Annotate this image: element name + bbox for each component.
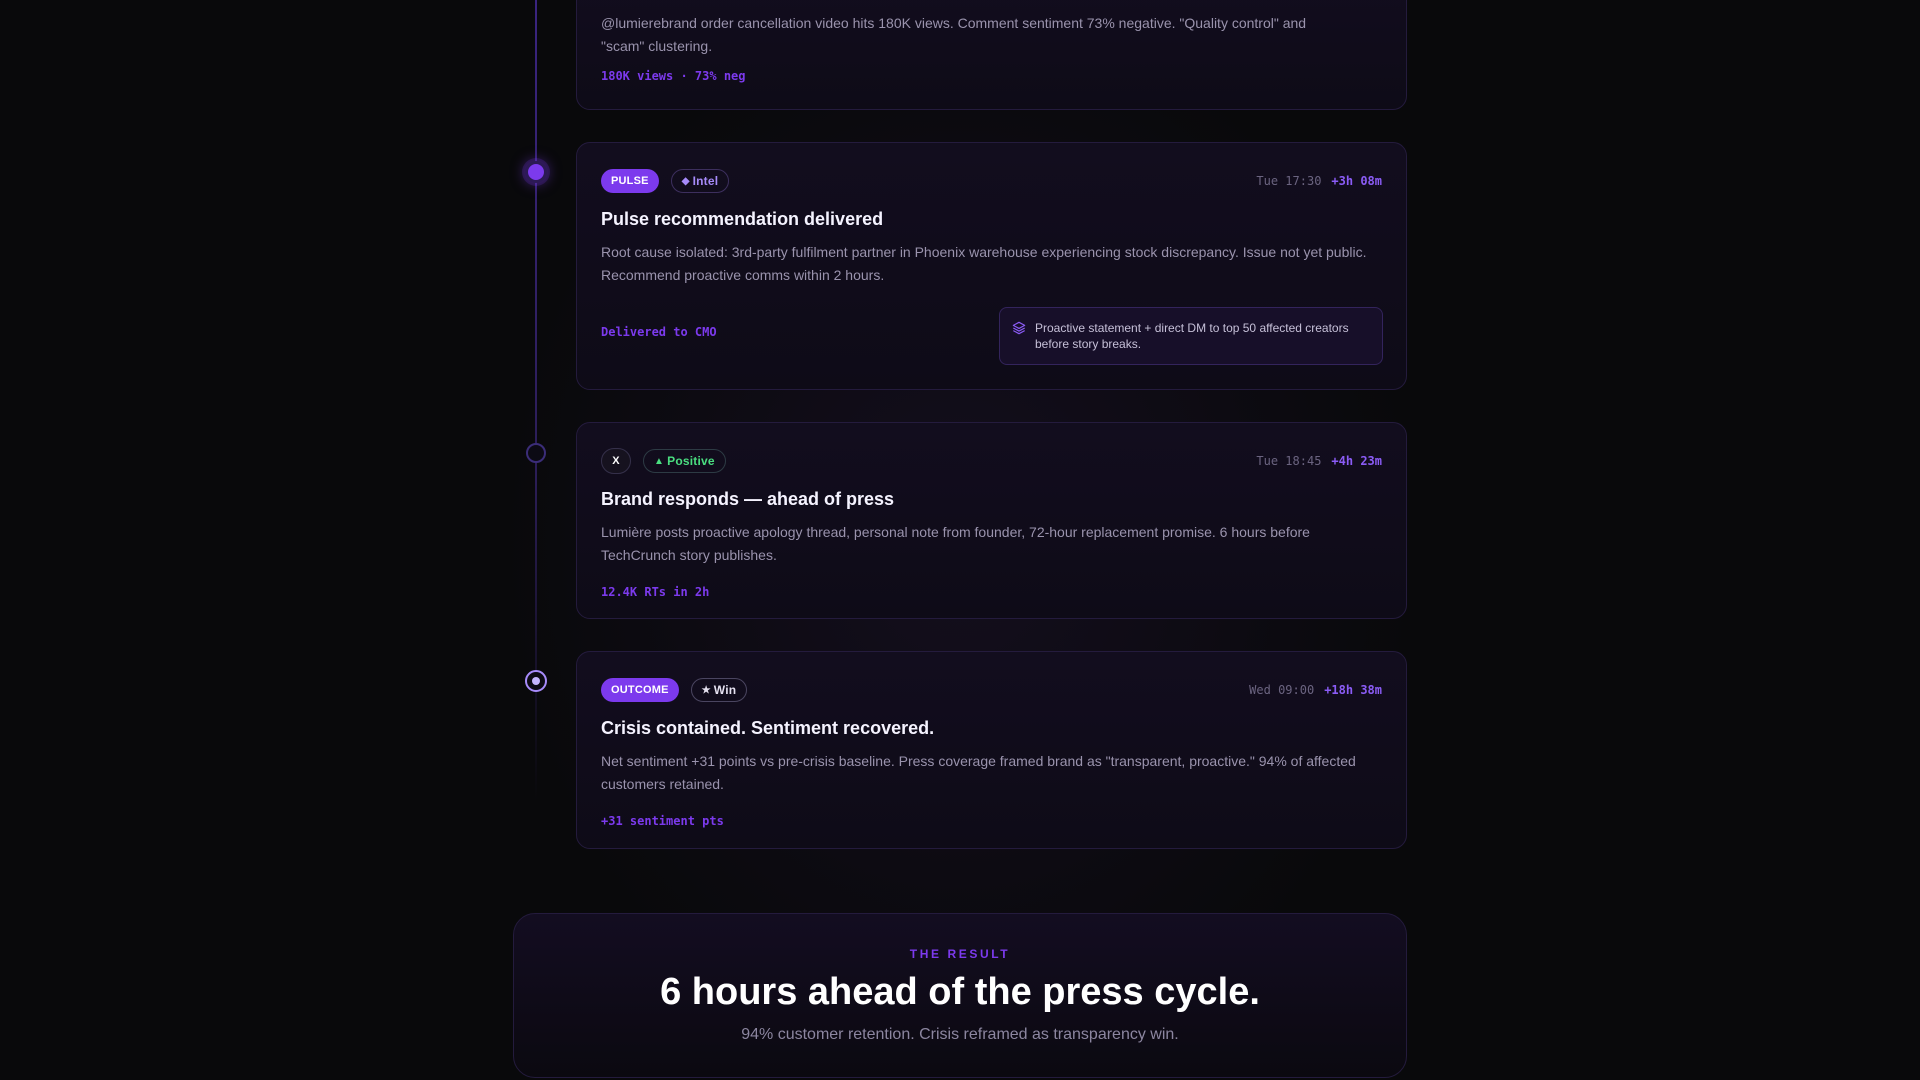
timestamp-group: Tue 18:45 +4h 23m (1256, 454, 1382, 468)
layers-icon (1012, 321, 1026, 335)
recommendation-text: Proactive statement + direct DM to top 5… (1035, 321, 1349, 351)
event-description: @lumierebrand order cancellation video h… (601, 15, 1307, 54)
result-panel: THE RESULT 6 hours ahead of the press cy… (513, 913, 1407, 1078)
source-badge: OUTCOME (601, 678, 679, 702)
event-metric: 180K views · 73% neg (601, 69, 746, 83)
event-description: Net sentiment +31 points vs pre-crisis b… (601, 753, 1356, 792)
timeline-card-outcome: OUTCOME ★ Win Wed 09:00 +18h 38m Crisis … (576, 651, 1407, 849)
tag-label: Win (713, 683, 737, 697)
tag-badge: ▲ Positive (643, 449, 726, 473)
card-header: PULSE ◆ Intel Tue 17:30 +3h 08m (601, 167, 1382, 195)
recommendation-box: Proactive statement + direct DM to top 5… (999, 307, 1383, 365)
event-metric: +31 sentiment pts (601, 814, 724, 828)
timeline-node-active (525, 161, 547, 183)
event-description: Root cause isolated: 3rd-party fulfilmen… (601, 244, 1367, 283)
event-title: Pulse recommendation delivered (601, 209, 884, 229)
timeline-line (535, 0, 537, 800)
x-platform-badge: X (601, 448, 631, 474)
event-description: Lumière posts proactive apology thread, … (601, 524, 1310, 563)
event-title: Crisis contained. Sentiment recovered. (601, 718, 935, 738)
event-time: Wed 09:00 (1249, 683, 1315, 697)
timestamp-group: Tue 17:30 +3h 08m (1256, 174, 1382, 188)
event-time: Tue 17:30 (1256, 174, 1322, 188)
event-time: Tue 18:45 (1256, 454, 1322, 468)
tag-badge: ◆ Intel (670, 169, 730, 193)
result-title: 6 hours ahead of the press cycle. (660, 971, 1260, 1013)
timeline-card-brand-response: X ▲ Positive Tue 18:45 +4h 23m Brand res… (576, 422, 1407, 619)
card-header: X ▲ Positive Tue 18:45 +4h 23m (601, 447, 1382, 475)
timestamp-group: Wed 09:00 +18h 38m (1249, 683, 1382, 697)
tag-label: Positive (667, 454, 715, 468)
result-subtitle: 94% customer retention. Crisis reframed … (741, 1026, 1179, 1043)
timeline-node-outcome (525, 670, 547, 692)
event-metric: Delivered to CMO (601, 325, 717, 339)
triangle-up-icon: ▲ (654, 455, 665, 467)
event-title: Brand responds — ahead of press (601, 489, 895, 509)
tag-label: Intel (692, 174, 719, 188)
timeline-card-previous: @lumierebrand order cancellation video h… (576, 0, 1407, 110)
star-icon: ★ (701, 684, 711, 696)
event-delta: +3h 08m (1331, 174, 1382, 188)
tag-badge: ★ Win (690, 678, 748, 702)
event-metric: 12.4K RTs in 2h (601, 585, 710, 599)
event-delta: +18h 38m (1324, 683, 1382, 697)
card-header: OUTCOME ★ Win Wed 09:00 +18h 38m (601, 676, 1382, 704)
result-kicker: THE RESULT (909, 947, 1011, 961)
timeline-card-pulse: PULSE ◆ Intel Tue 17:30 +3h 08m Pulse re… (576, 142, 1407, 390)
diamond-icon: ◆ (681, 175, 690, 187)
source-badge: PULSE (601, 169, 659, 193)
event-delta: +4h 23m (1331, 454, 1382, 468)
timeline-node (526, 443, 546, 463)
